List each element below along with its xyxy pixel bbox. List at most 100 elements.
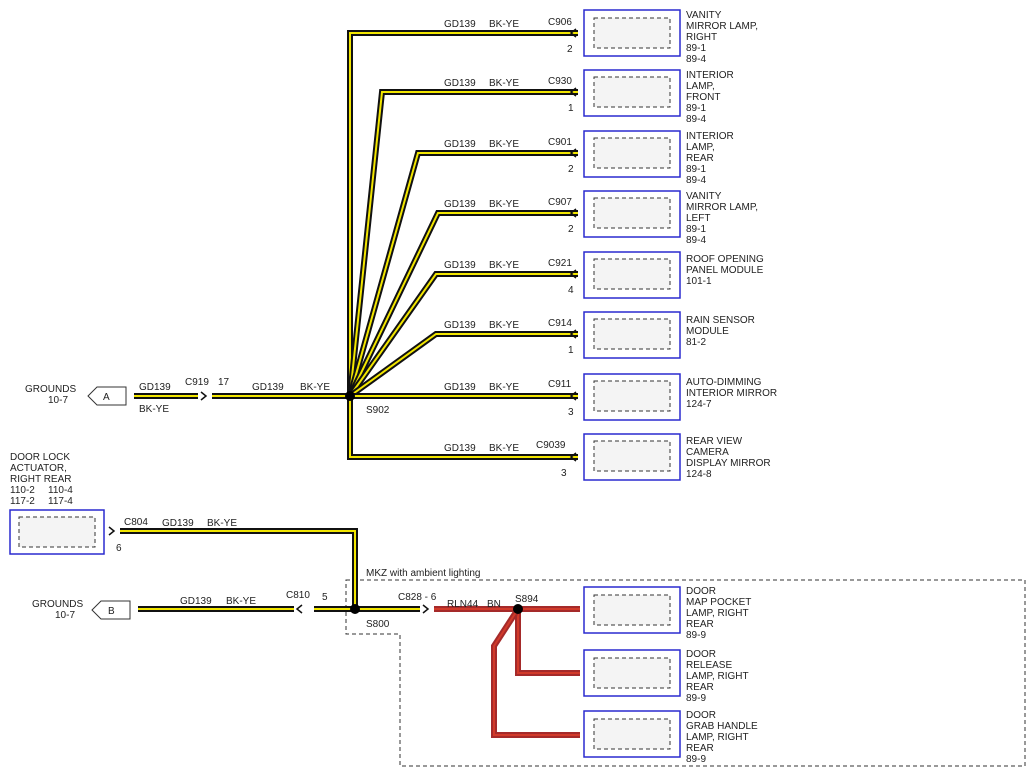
wire-id: GD139 bbox=[444, 443, 476, 454]
chevron-arrow-icon bbox=[569, 28, 577, 38]
wire-door-lock-feed[interactable] bbox=[120, 528, 358, 609]
component-inner bbox=[593, 380, 671, 412]
wire-branch-c921[interactable] bbox=[347, 271, 578, 398]
chevron-arrow-icon bbox=[569, 391, 577, 401]
wire-branch-c901[interactable] bbox=[347, 150, 578, 397]
wire-rln44-grab[interactable] bbox=[491, 607, 580, 738]
wire-trunk-lower[interactable] bbox=[347, 396, 578, 460]
chevron-arrow-icon bbox=[295, 604, 303, 614]
pin-number: 1 bbox=[568, 103, 574, 114]
component-label: DOOR LOCK ACTUATOR, RIGHT REAR bbox=[10, 452, 73, 485]
lamp-release: DOOR RELEASE LAMP, RIGHT REAR 89-9 bbox=[583, 649, 751, 704]
component-label: REAR VIEW CAMERA DISPLAY MIRROR 124-8 bbox=[686, 436, 773, 480]
wire-id: GD139 bbox=[444, 19, 476, 30]
ground-flag-letter: B bbox=[108, 606, 115, 617]
splice-s902[interactable] bbox=[345, 391, 355, 401]
wire-color: BK-YE bbox=[489, 320, 519, 331]
chevron-arrow-icon bbox=[569, 452, 577, 462]
wire-id: GD139 bbox=[444, 320, 476, 331]
pin-number: 3 bbox=[568, 407, 574, 418]
pentagon-flag-icon[interactable] bbox=[91, 600, 131, 620]
chevron-arrow-icon bbox=[569, 208, 577, 218]
lamp-map-pocket: DOOR MAP POCKET LAMP, RIGHT REAR 89-9 bbox=[583, 586, 751, 641]
component-label: DOOR RELEASE LAMP, RIGHT REAR 89-9 bbox=[686, 649, 751, 704]
wire-color: BK-YE bbox=[489, 78, 519, 89]
wire-color: BK-YE bbox=[489, 139, 519, 150]
pin-number: 2 bbox=[568, 224, 574, 235]
connector-id: C911 bbox=[548, 379, 572, 390]
branch-c930: GD139 BK-YE C930 1 INTERIOR LAMP, FRONT … bbox=[444, 69, 737, 125]
wire-color: BK-YE bbox=[139, 404, 169, 415]
component-label: VANITY MIRROR LAMP, RIGHT 89-1 89-4 bbox=[686, 10, 761, 65]
connector-id: C921 bbox=[548, 258, 572, 269]
wire-color: BK-YE bbox=[300, 382, 330, 393]
branch-c907: GD139 BK-YE C907 2 VANITY MIRROR LAMP, L… bbox=[444, 190, 761, 246]
ground-ref: 10-7 bbox=[48, 395, 68, 406]
wire-id: GD139 bbox=[444, 78, 476, 89]
wire-branch-c907[interactable] bbox=[347, 210, 578, 398]
ambient-note: MKZ with ambient lighting bbox=[366, 568, 481, 579]
wire-color: BK-YE bbox=[207, 518, 237, 529]
chevron-arrow-icon bbox=[200, 391, 208, 401]
chevron-arrow-icon bbox=[422, 604, 430, 614]
connector-id: C828 - 6 bbox=[398, 592, 437, 603]
component-inner bbox=[593, 76, 671, 108]
ground-a: GROUNDS 10-7 A GD139 BK-YE C919 17 GD139… bbox=[25, 377, 330, 415]
pin-number: 17 bbox=[218, 377, 230, 388]
component-inner bbox=[593, 718, 671, 750]
ground-ref: 10-7 bbox=[55, 610, 75, 621]
splice-s800[interactable] bbox=[350, 604, 360, 614]
component-inner bbox=[593, 657, 671, 689]
wire-branch-c914[interactable] bbox=[348, 331, 578, 399]
wire-id: GD139 bbox=[180, 596, 212, 607]
branch-c921: GD139 BK-YE C921 4 ROOF OPENING PANEL MO… bbox=[444, 251, 767, 299]
component-refs: 110-4 117-4 bbox=[48, 485, 76, 507]
component-inner bbox=[593, 258, 671, 290]
branch-c911: GD139 BK-YE C911 3 AUTO-DIMMING INTERIOR… bbox=[444, 373, 780, 421]
component-label: INTERIOR LAMP, FRONT 89-1 89-4 bbox=[686, 70, 737, 125]
wire-color: BK-YE bbox=[489, 260, 519, 271]
pin-number: 4 bbox=[568, 285, 574, 296]
wire-id: GD139 bbox=[252, 382, 284, 393]
wire-color: BK-YE bbox=[489, 382, 519, 393]
component-label: DOOR GRAB HANDLE LAMP, RIGHT REAR 89-9 bbox=[686, 710, 760, 765]
chevron-arrow-icon bbox=[569, 329, 577, 339]
pentagon-flag-icon[interactable] bbox=[87, 386, 127, 406]
connector-id: C804 bbox=[124, 517, 148, 528]
component-label: AUTO-DIMMING INTERIOR MIRROR 124-7 bbox=[686, 377, 780, 410]
wire-color: BK-YE bbox=[489, 19, 519, 30]
component-label: ROOF OPENING PANEL MODULE 101-1 bbox=[686, 254, 767, 287]
chevron-arrow-icon bbox=[569, 269, 577, 279]
wire-color: BK-YE bbox=[489, 443, 519, 454]
connector-id: C930 bbox=[548, 76, 572, 87]
component-label: RAIN SENSOR MODULE 81-2 bbox=[686, 315, 758, 348]
splice-s894[interactable] bbox=[513, 604, 523, 614]
pin-number: 3 bbox=[561, 468, 567, 479]
pin-number: 5 bbox=[322, 592, 328, 603]
wire-rln44-release[interactable] bbox=[515, 609, 580, 676]
component-inner bbox=[593, 318, 671, 350]
door-lock-actuator: DOOR LOCK ACTUATOR, RIGHT REAR 110-2 117… bbox=[9, 452, 237, 555]
wire-id: GD139 bbox=[139, 382, 171, 393]
wire-color: BK-YE bbox=[489, 199, 519, 210]
wire-trunk-vertical[interactable] bbox=[347, 30, 578, 396]
branch-c914: GD139 BK-YE C914 1 RAIN SENSOR MODULE 81… bbox=[444, 311, 758, 359]
component-inner bbox=[593, 137, 671, 169]
branch-c906: GD139 BK-YE C906 2 VANITY MIRROR LAMP, R… bbox=[444, 9, 761, 65]
wire-branch-c930[interactable] bbox=[347, 89, 578, 397]
connector-id: C810 bbox=[286, 590, 310, 601]
chevron-arrow-icon bbox=[569, 87, 577, 97]
ground-label: GROUNDS bbox=[32, 599, 83, 610]
pin-number: 2 bbox=[568, 164, 574, 175]
component-inner bbox=[593, 440, 671, 472]
ground-flag-letter: A bbox=[103, 392, 110, 403]
wire-id: GD139 bbox=[162, 518, 194, 529]
component-label: INTERIOR LAMP, REAR 89-1 89-4 bbox=[686, 131, 737, 186]
branch-c9039: GD139 BK-YE C9039 3 REAR VIEW CAMERA DIS… bbox=[444, 433, 773, 481]
component-label: VANITY MIRROR LAMP, LEFT 89-1 89-4 bbox=[686, 191, 761, 246]
wire-color: BN bbox=[487, 599, 501, 610]
splice-label: S800 bbox=[366, 619, 390, 630]
wire-id: GD139 bbox=[444, 199, 476, 210]
